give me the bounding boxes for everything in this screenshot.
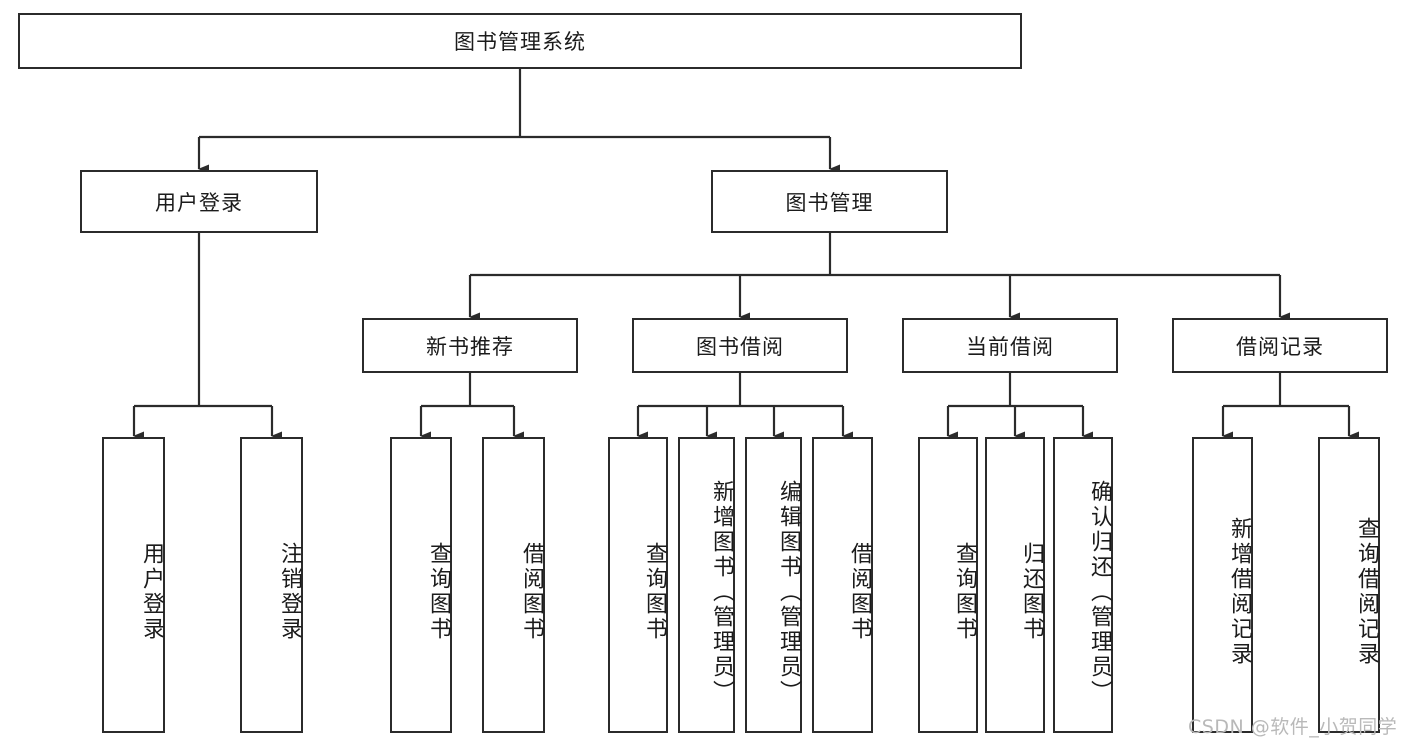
node-leaf-logout[interactable]: 注销登录 [240, 437, 303, 733]
node-label: 用户登录 [155, 190, 243, 215]
node-borrow-record[interactable]: 借阅记录 [1172, 318, 1388, 373]
node-leaf-query-book-3[interactable]: 查询图书 [918, 437, 978, 733]
node-book-manage[interactable]: 图书管理 [711, 170, 948, 233]
node-label: 确认归还（管理员） [1087, 479, 1112, 705]
node-label: 借阅记录 [1236, 334, 1324, 359]
node-label: 借阅图书 [847, 542, 872, 642]
node-new-book-rec[interactable]: 新书推荐 [362, 318, 578, 373]
node-label: 新增借阅记录 [1227, 517, 1252, 667]
node-current-borrow[interactable]: 当前借阅 [902, 318, 1118, 373]
node-label: 查询图书 [642, 542, 667, 642]
tree-connectors [132, 69, 1359, 441]
node-leaf-borrow-book-2[interactable]: 借阅图书 [812, 437, 873, 733]
node-leaf-edit-book[interactable]: 编辑图书（管理员） [745, 437, 802, 733]
node-label: 新书推荐 [426, 334, 514, 359]
node-label: 查询图书 [952, 542, 977, 642]
node-book-borrow[interactable]: 图书借阅 [632, 318, 848, 373]
node-label: 图书管理 [785, 190, 874, 215]
node-leaf-query-record[interactable]: 查询借阅记录 [1318, 437, 1380, 733]
node-label: 编辑图书（管理员） [776, 479, 801, 705]
node-label: 注销登录 [277, 542, 302, 642]
node-label: 查询图书 [426, 542, 451, 642]
node-label: 查询借阅记录 [1354, 517, 1379, 667]
node-label: 当前借阅 [966, 334, 1054, 359]
node-label: 用户登录 [139, 542, 164, 642]
node-leaf-user-login[interactable]: 用户登录 [102, 437, 165, 733]
node-leaf-add-record[interactable]: 新增借阅记录 [1192, 437, 1253, 733]
node-label: 借阅图书 [519, 542, 544, 642]
node-leaf-query-book-2[interactable]: 查询图书 [608, 437, 668, 733]
node-label: 新增图书（管理员） [709, 479, 734, 705]
node-label: 图书借阅 [696, 334, 784, 359]
node-label: 归还图书 [1019, 542, 1044, 642]
node-user-login[interactable]: 用户登录 [80, 170, 318, 233]
node-leaf-confirm-return[interactable]: 确认归还（管理员） [1053, 437, 1113, 733]
node-root[interactable]: 图书管理系统 [18, 13, 1022, 69]
node-leaf-borrow-book-1[interactable]: 借阅图书 [482, 437, 545, 733]
node-label: 图书管理系统 [454, 30, 586, 54]
node-leaf-return-book[interactable]: 归还图书 [985, 437, 1045, 733]
node-leaf-query-book-1[interactable]: 查询图书 [390, 437, 452, 733]
watermark-label: CSDN @软件_小贺同学 [1188, 716, 1398, 738]
node-leaf-add-book[interactable]: 新增图书（管理员） [678, 437, 735, 733]
